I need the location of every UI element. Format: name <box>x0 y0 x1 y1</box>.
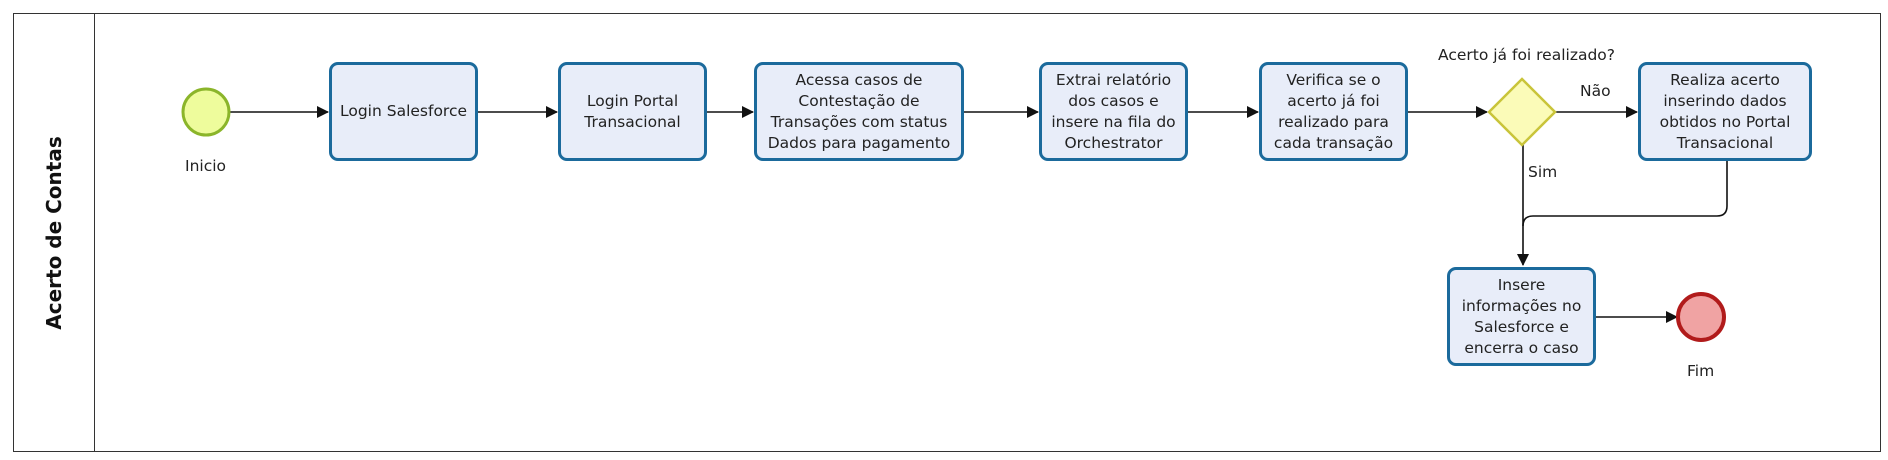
task-acessa-casos[interactable]: Acessa casos de Contestação de Transaçõe… <box>754 62 964 161</box>
end-event <box>1676 292 1726 342</box>
start-event-label: Inicio <box>185 157 227 175</box>
task-login-portal[interactable]: Login Portal Transacional <box>558 62 707 161</box>
exclusive-gateway <box>1487 77 1557 147</box>
gateway-yes-label: Sim <box>1528 163 1558 181</box>
task-verifica-acerto[interactable]: Verifica se o acerto já foi realizado pa… <box>1259 62 1408 161</box>
pool <box>13 13 1881 452</box>
gateway-question: Acerto já foi realizado? <box>1438 46 1616 64</box>
start-event <box>181 87 231 137</box>
task-insere-informacoes[interactable]: Insere informações no Salesforce e encer… <box>1447 267 1596 366</box>
task-extrai-relatorio[interactable]: Extrai relatório dos casos e insere na f… <box>1039 62 1188 161</box>
gateway-no-label: Não <box>1580 82 1611 100</box>
end-event-label: Fim <box>1687 362 1715 380</box>
lane-divider <box>94 13 95 452</box>
task-realiza-acerto[interactable]: Realiza acerto inserindo dados obtidos n… <box>1638 62 1812 161</box>
flow-t6-to-t7 <box>1522 161 1728 227</box>
task-login-salesforce[interactable]: Login Salesforce <box>329 62 478 161</box>
